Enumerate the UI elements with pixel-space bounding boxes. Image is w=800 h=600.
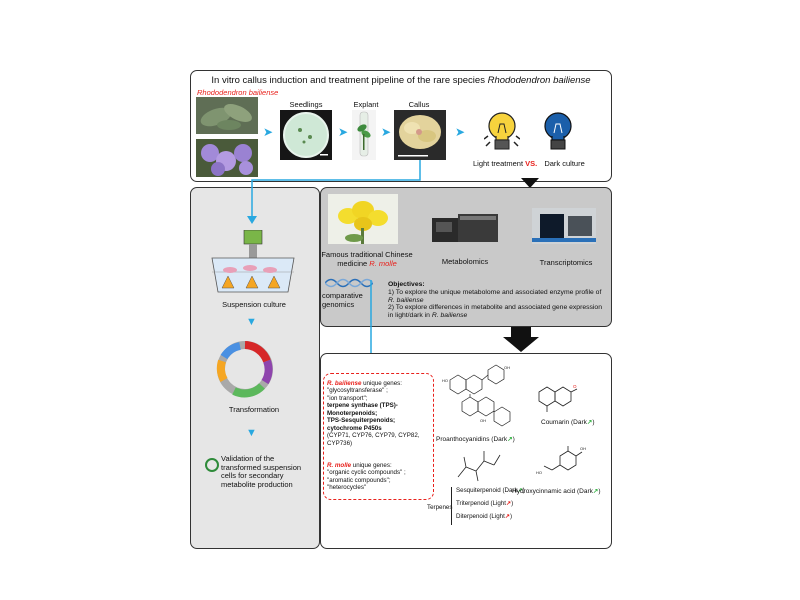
svg-text:OH: OH	[504, 365, 510, 370]
down-arrow-icon: ▼	[246, 427, 257, 439]
arrow-icon: ➤	[263, 125, 274, 139]
proanthocyanidins-label: Proanthocyanidins (Dark↗)	[436, 436, 515, 443]
step-label-explant: Explant	[353, 100, 379, 109]
coumarin-structure-image: O	[538, 384, 578, 412]
connector-arrow-icon	[247, 160, 421, 224]
down-arrow-icon	[503, 327, 539, 352]
plasmid-ring-image	[216, 341, 273, 398]
svg-text:HO: HO	[442, 378, 448, 383]
flower-photo	[196, 139, 258, 177]
transcriptomics-label: Transcriptomics	[539, 258, 593, 267]
seedlings-dish-image	[280, 110, 332, 160]
terpenes-bracket	[451, 487, 452, 525]
dark-bulb-icon	[544, 112, 572, 150]
suspension-culture-label: Suspension culture	[222, 300, 286, 309]
leaf-photo	[196, 97, 258, 134]
unique-genes-box	[323, 373, 434, 500]
hydroxycinnamic-structure-image: HO OH	[536, 446, 586, 475]
explant-tube-image	[352, 110, 376, 160]
svg-text:OH: OH	[480, 418, 486, 423]
sesquiterpenoid-label: Sesquiterpenoid (Dark↗)	[456, 487, 525, 494]
sequencer-image	[532, 208, 596, 244]
step-label-callus: Callus	[408, 100, 430, 109]
down-arrow-icon	[521, 178, 539, 188]
step-label-seedlings: Seedlings	[289, 100, 323, 109]
metabolomics-label: Metabolomics	[441, 257, 489, 266]
arrow-icon: ➤	[338, 125, 349, 139]
objectives-text: Objectives: 1) To explore the unique met…	[388, 281, 602, 320]
arrow-icon: ➤	[455, 125, 466, 139]
light-bulb-icon	[484, 112, 520, 150]
r-bailiense-genes: R. bailiense unique genes: "glycosyltran…	[327, 380, 420, 447]
transformation-label: Transformation	[228, 405, 280, 414]
down-arrow-icon: ▼	[246, 316, 257, 328]
coumarin-label: Coumarin (Dark↗)	[541, 419, 595, 426]
terpene-structure-image	[457, 451, 501, 482]
mass-spectrometer-image	[432, 214, 498, 242]
species-label: Rhododendron bailiense	[197, 88, 279, 97]
arrow-icon: ➤	[381, 125, 392, 139]
light-dark-caption: Light treatment VS. Dark culture	[473, 159, 585, 168]
r-molle-caption: Famous traditional Chinese medicine R. m…	[321, 250, 413, 268]
r-molle-genes: R. molle unique genes: "organic cyclic c…	[327, 462, 406, 492]
svg-text:HO: HO	[536, 470, 542, 475]
up-arrow-icon: ↗	[505, 500, 512, 507]
up-arrow-icon: ↗	[504, 513, 511, 520]
svg-text:O: O	[573, 384, 577, 389]
svg-text:OH: OH	[580, 446, 586, 451]
genomics-label: comparative genomics	[322, 291, 363, 309]
hydroxycinnamic-label: Hydroxycinnamic acid (Dark↗)	[512, 488, 601, 495]
up-arrow-icon: ↗	[592, 488, 599, 495]
up-arrow-icon: ↗	[507, 436, 513, 443]
r-molle-flower-image	[328, 194, 398, 244]
up-arrow-icon: ↗	[586, 419, 593, 426]
callus-image	[394, 110, 446, 160]
validation-text: Validation of the transformed suspension…	[221, 454, 302, 489]
diterpenoid-label: Diterpenoid (Light↗)	[456, 513, 513, 520]
circle-icon	[205, 458, 219, 472]
proanthocyanidins-structure-image: HO OH OH	[442, 364, 511, 427]
dna-helix-icon	[325, 278, 373, 288]
up-arrow-icon: ↗	[517, 487, 523, 494]
terpenes-label: Terpenes	[427, 504, 453, 511]
suspension-culture-image	[211, 230, 295, 293]
triterpenoid-label: Triterpenoid (Light↗)	[456, 500, 514, 507]
pipeline-title: In vitro callus induction and treatment …	[211, 75, 591, 86]
